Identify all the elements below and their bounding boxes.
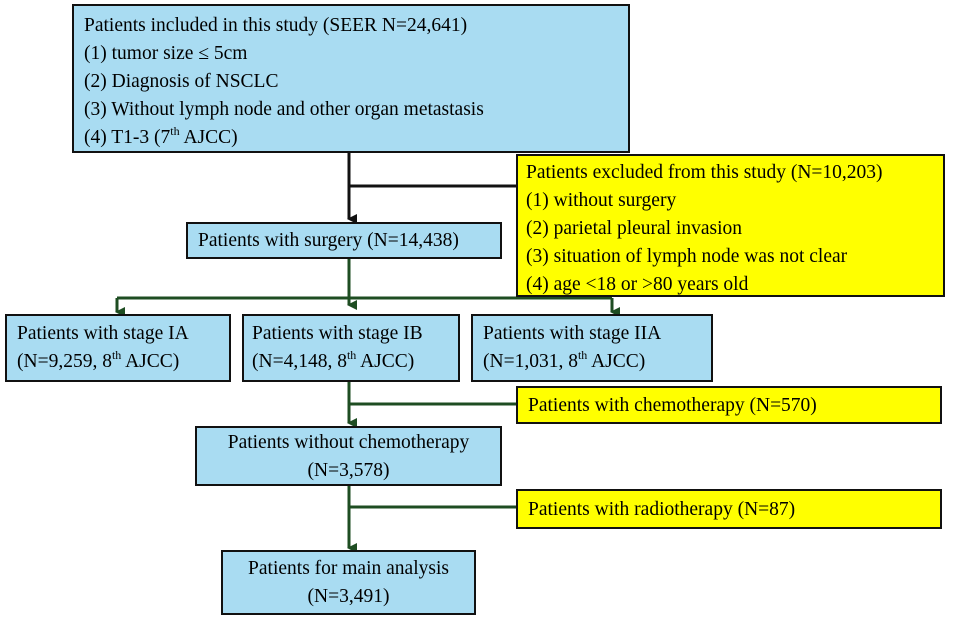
excluded-title: Patients excluded from this study (N=10,… bbox=[526, 162, 883, 183]
main-analysis-count: (N=3,491) bbox=[307, 586, 390, 607]
stage-ia-box: Patients with stage IA (N=9,259, 8th AJC… bbox=[5, 314, 231, 382]
radiotherapy-label: Patients with radiotherapy (N=87) bbox=[528, 499, 796, 520]
stage-ib-count: (N=4,148, 8th AJCC) bbox=[252, 347, 415, 373]
chemotherapy-label: Patients with chemotherapy (N=570) bbox=[528, 395, 817, 416]
criterion-no-metastasis: (3) Without lymph node and other organ m… bbox=[84, 99, 484, 120]
no-chemotherapy-count: (N=3,578) bbox=[307, 460, 390, 481]
surgery-label: Patients with surgery (N=14,438) bbox=[198, 230, 459, 251]
no-chemotherapy-box: Patients without chemotherapy (N=3,578) bbox=[195, 426, 502, 486]
radiotherapy-box: Patients with radiotherapy (N=87) bbox=[516, 489, 942, 529]
stage-iia-box: Patients with stage IIA (N=1,031, 8th AJ… bbox=[471, 314, 713, 382]
stage-ib-title: Patients with stage IB bbox=[252, 323, 423, 344]
excluded-box: Patients excluded from this study (N=10,… bbox=[516, 154, 945, 297]
criterion-tumor-size: (1) tumor size ≤ 5cm bbox=[84, 43, 248, 64]
stage-iia-count: (N=1,031, 8th AJCC) bbox=[483, 347, 646, 373]
criterion-t-stage: (4) T1-3 (7th AJCC) bbox=[84, 123, 238, 149]
included-box: Patients included in this study (SEER N=… bbox=[72, 4, 630, 153]
stage-ib-box: Patients with stage IB (N=4,148, 8th AJC… bbox=[242, 314, 460, 382]
no-chemotherapy-title: Patients without chemotherapy bbox=[227, 432, 470, 453]
criterion-nsclc: (2) Diagnosis of NSCLC bbox=[84, 71, 279, 92]
exclusion-age: (4) age <18 or >80 years old bbox=[526, 274, 749, 295]
chemotherapy-box: Patients with chemotherapy (N=570) bbox=[516, 386, 942, 424]
exclusion-no-surgery: (1) without surgery bbox=[526, 190, 677, 211]
main-analysis-title: Patients for main analysis bbox=[248, 558, 449, 579]
included-title: Patients included in this study (SEER N=… bbox=[84, 15, 468, 36]
stage-iia-title: Patients with stage IIA bbox=[483, 323, 662, 344]
exclusion-lymph-node: (3) situation of lymph node was not clea… bbox=[526, 246, 848, 267]
surgery-box: Patients with surgery (N=14,438) bbox=[186, 222, 502, 259]
main-analysis-box: Patients for main analysis (N=3,491) bbox=[221, 550, 476, 615]
stage-ia-title: Patients with stage IA bbox=[17, 323, 189, 344]
exclusion-pleural-invasion: (2) parietal pleural invasion bbox=[526, 218, 743, 239]
stage-ia-count: (N=9,259, 8th AJCC) bbox=[17, 347, 180, 373]
